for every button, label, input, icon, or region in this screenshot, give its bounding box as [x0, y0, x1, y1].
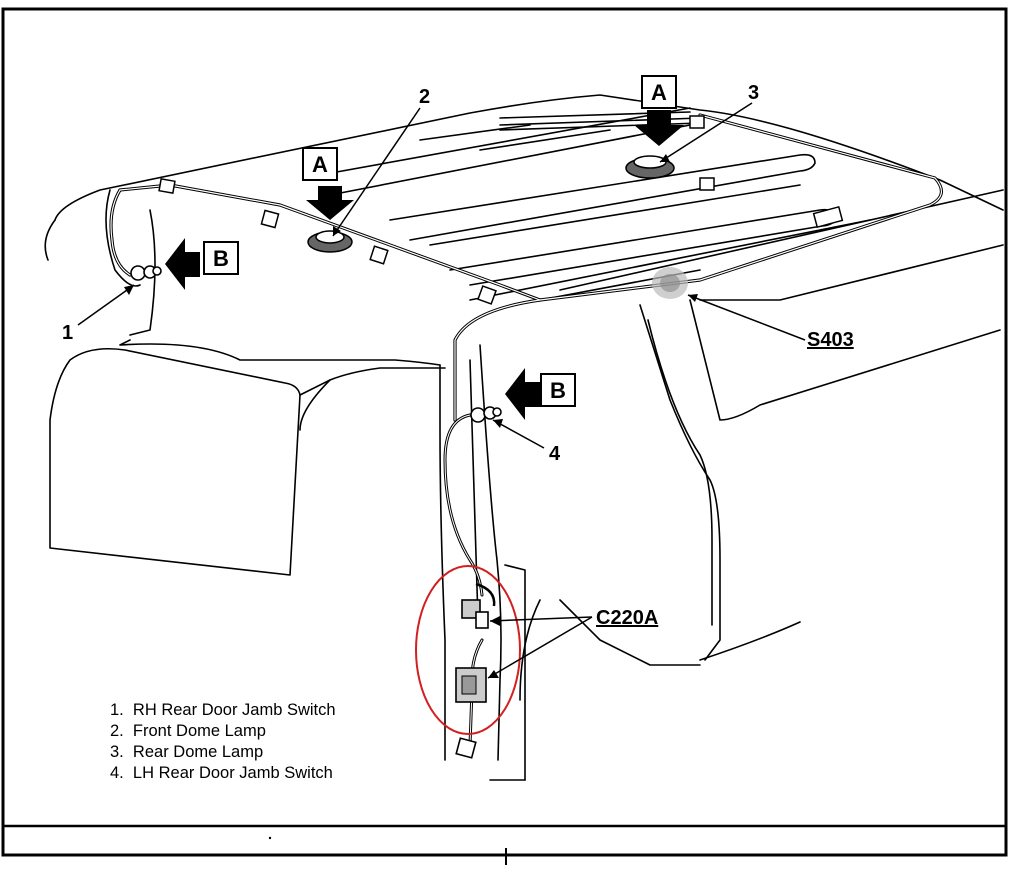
highlight-circle — [415, 565, 521, 735]
view-arrow-b-lh: B — [505, 368, 576, 420]
leader-arrowheads — [124, 154, 698, 678]
front-dome-lamp — [307, 230, 353, 253]
view-arrow-a-front: A — [302, 147, 354, 220]
legend: 1. RH Rear Door Jamb Switch 2. Front Dom… — [110, 701, 336, 782]
view-label-b-rh: B — [213, 246, 229, 271]
legend-item-3: 3. Rear Dome Lamp — [110, 743, 263, 761]
view-label-a-rear: A — [651, 80, 667, 105]
harness-end-plug — [455, 737, 477, 759]
stray-mark — [268, 836, 272, 840]
callout-2: 2 — [419, 86, 430, 108]
connector-label-c220a: C220A — [596, 607, 658, 629]
callout-3: 3 — [748, 82, 759, 104]
legend-item-4: 4. LH Rear Door Jamb Switch — [110, 764, 333, 782]
callout-1: 1 — [62, 322, 73, 344]
view-label-b-lh: B — [550, 378, 566, 403]
legend-item-2: 2. Front Dome Lamp — [110, 722, 266, 740]
c220a-connector-upper — [461, 582, 496, 629]
view-arrow-a-rear: A — [634, 75, 684, 146]
view-label-a-front: A — [312, 152, 328, 177]
roof-rails — [319, 107, 871, 301]
c220a-connector-lower — [455, 667, 487, 703]
rear-dome-lamp — [625, 155, 675, 179]
view-arrow-b-rh: B — [165, 238, 239, 290]
splice-label-s403: S403 — [807, 329, 854, 351]
vehicle-body-outline — [44, 94, 1004, 781]
harness-clips — [158, 115, 844, 305]
callout-4: 4 — [549, 443, 561, 465]
rh-door-jamb-switch — [130, 265, 162, 281]
lh-door-jamb-switch — [470, 406, 502, 423]
leader-lines — [77, 102, 806, 679]
diagram-frame — [1, 7, 1008, 857]
splice-s403-area — [652, 267, 688, 299]
legend-item-1: 1. RH Rear Door Jamb Switch — [110, 701, 336, 719]
